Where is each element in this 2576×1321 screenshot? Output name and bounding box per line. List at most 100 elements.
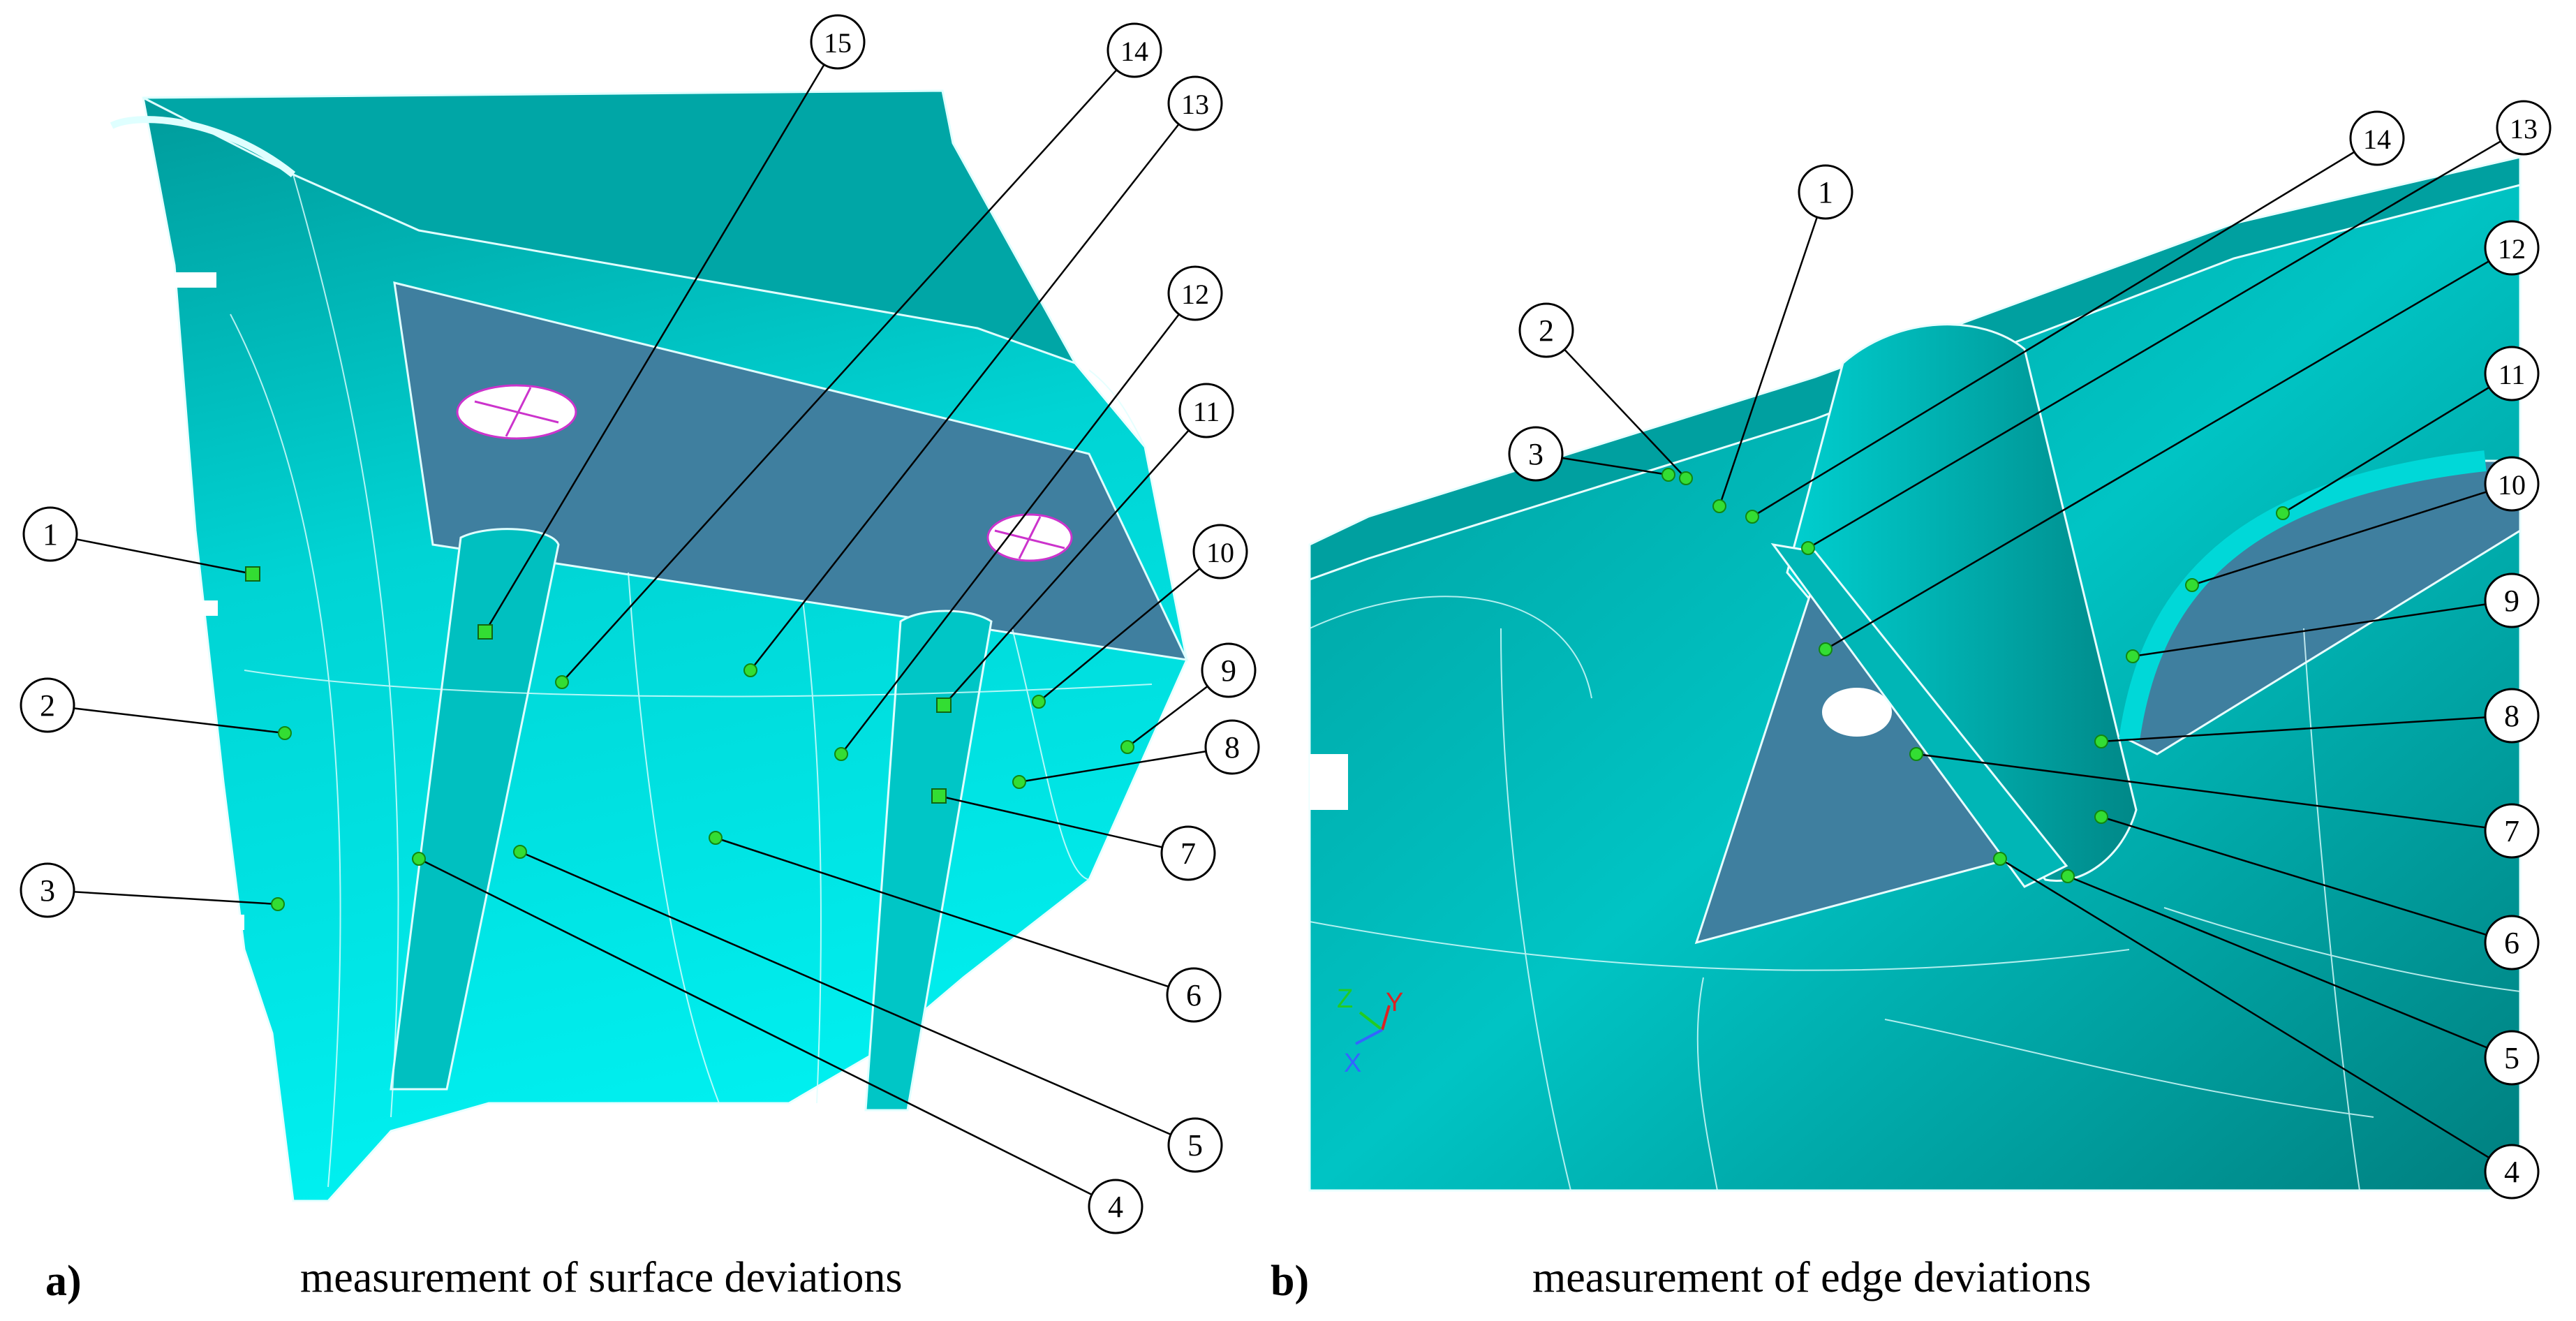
panel-b-callout-circle-8	[2484, 688, 2540, 744]
panel-a-callout-label-3: 3	[40, 873, 55, 908]
axis-y-label: Y	[1386, 988, 1403, 1017]
panel-b-callout-label-4: 4	[2504, 1155, 2519, 1189]
panel-a-leader-7	[938, 795, 1189, 855]
panel-b-callout-label-9: 9	[2504, 584, 2519, 618]
panel-b-callout-label-2: 2	[1539, 313, 1554, 348]
panel-b-leader-13	[1807, 126, 2524, 549]
panel-b-callout-label-5: 5	[2504, 1041, 2519, 1075]
panel-b-leader-1	[1718, 191, 1827, 507]
panel-b-callout-circle-7	[2484, 803, 2540, 859]
panel-a-leader-11	[943, 410, 1207, 706]
panel-a-flange	[142, 89, 1078, 365]
panel-b-measurement-point-1	[1712, 499, 1726, 513]
panel-b-callout-circle-10	[2484, 456, 2540, 512]
panel-b-callout-label-8: 8	[2504, 699, 2519, 733]
panel-a-callout-label-4: 4	[1108, 1190, 1123, 1224]
axis-z-label: Z	[1337, 984, 1353, 1014]
panel-b-measurement-point-6	[2094, 810, 2108, 824]
panel-b-callout-circle-13	[2496, 100, 2552, 156]
panel-a-callout-circle-7	[1160, 825, 1216, 881]
panel-b-callout-circle-2	[1518, 302, 1574, 358]
panel-a-callout-label-2: 2	[40, 688, 55, 723]
panel-a-measurement-point-11	[936, 698, 952, 713]
panel-a-measurement-point-12	[834, 747, 848, 761]
panel-b-callout-label-3: 3	[1528, 437, 1544, 471]
panel-a-callout-circle-15	[810, 14, 866, 70]
panel-a-callout-label-11: 11	[1193, 396, 1220, 427]
panel-b-leader-7	[1916, 753, 2512, 832]
panel-b-label: b)	[1271, 1257, 1310, 1305]
panel-b-measurement-point-9	[2126, 649, 2140, 663]
panel-a-rib-left	[390, 528, 560, 1091]
panel-b-leader-5	[2067, 875, 2512, 1059]
panel-b-measurement-point-8	[2094, 735, 2108, 748]
panel-a-measurement-point-10	[1032, 695, 1046, 709]
panel-b-callout-circle-9	[2484, 573, 2540, 628]
panel-a-callout-circle-1	[22, 506, 78, 562]
panel-a-flat-face	[393, 281, 1189, 661]
panel-b-measurement-point-7	[1909, 747, 1923, 761]
panel-a-leader-2	[47, 704, 286, 735]
panel-b-leader-6	[2101, 816, 2512, 944]
panel-a-measurement-point-8	[1012, 775, 1026, 789]
panel-b-leader-2	[1546, 330, 1687, 479]
panel-b-leader-8	[2101, 714, 2512, 743]
panel-a-leader-1	[50, 533, 253, 575]
panel-b-measurement-point-14	[1745, 510, 1759, 524]
panel-a-measurement-point-4	[412, 852, 426, 866]
panel-b-callout-circle-6	[2484, 915, 2540, 971]
panel-b-callout-label-11: 11	[2499, 359, 2526, 390]
panel-a-leader-6	[715, 836, 1194, 996]
panel-a-leader-3	[47, 889, 279, 906]
panel-b-callout-label-14: 14	[2363, 124, 2391, 155]
panel-a-leader-15	[484, 41, 839, 633]
panel-b-callout-label-7: 7	[2504, 814, 2519, 848]
panel-b-callout-circle-12	[2484, 220, 2540, 276]
panel-a-callout-label-1: 1	[43, 517, 58, 552]
panel-b-measurement-point-2	[1679, 471, 1693, 485]
panel-b-measurement-point-5	[2061, 869, 2075, 883]
panel-a-callout-circle-9	[1201, 642, 1257, 698]
panel-a-callout-label-9: 9	[1221, 654, 1236, 688]
panel-a-caption: measurement of surface deviations	[300, 1254, 903, 1301]
panel-a-leader-8	[1019, 746, 1233, 783]
panel-b-callout-label-1: 1	[1818, 175, 1833, 209]
panel-a-callout-circle-5	[1167, 1117, 1223, 1173]
panel-b-callout-circle-5	[2484, 1030, 2540, 1086]
panel-a-callout-label-6: 6	[1186, 978, 1201, 1012]
panel-b-edge-band	[1770, 543, 2068, 888]
panel-b-leader-14	[1752, 137, 2378, 518]
panel-a-callout-label-13: 13	[1181, 89, 1209, 120]
panel-b-part	[1308, 156, 2522, 1192]
axis-x-label: X	[1344, 1049, 1361, 1078]
panel-b-callout-label-6: 6	[2504, 926, 2519, 960]
panel-b-measurement-point-11	[2276, 506, 2290, 520]
panel-b-callout-circle-14	[2349, 110, 2405, 166]
panel-a-callout-label-14: 14	[1120, 36, 1148, 67]
panel-a-callout-label-10: 10	[1206, 537, 1234, 568]
panel-b-callout-label-12: 12	[2498, 233, 2526, 265]
panel-a-callout-circle-8	[1204, 719, 1260, 775]
panel-b-leader-9	[2132, 599, 2512, 658]
panel-a-measurement-point-6	[709, 831, 723, 845]
panel-a-callout-circle-6	[1166, 967, 1222, 1023]
panel-a-leader-13	[750, 103, 1196, 671]
panel-b-callout-circle-1	[1798, 164, 1853, 220]
panel-b-measurement-point-3	[1661, 468, 1675, 482]
panel-b-leader-12	[1825, 246, 2512, 651]
panel-a-measurement-point-3	[271, 897, 285, 911]
panel-a-measurement-point-14	[555, 675, 569, 689]
panel-a-rib-right	[864, 610, 993, 1112]
panel-a-measurement-point-2	[278, 726, 292, 740]
panel-a-callout-circle-10	[1192, 524, 1248, 580]
panel-a-leader-5	[519, 850, 1196, 1146]
panel-a-callout-label-8: 8	[1224, 730, 1240, 765]
panel-a-callout-circle-14	[1106, 22, 1162, 78]
panel-a-measurement-point-7	[931, 788, 947, 804]
panel-a-callout-circle-2	[20, 677, 75, 733]
panel-b-measurement-point-13	[1801, 541, 1815, 555]
panel-b-callout-label-13: 13	[2510, 113, 2538, 145]
